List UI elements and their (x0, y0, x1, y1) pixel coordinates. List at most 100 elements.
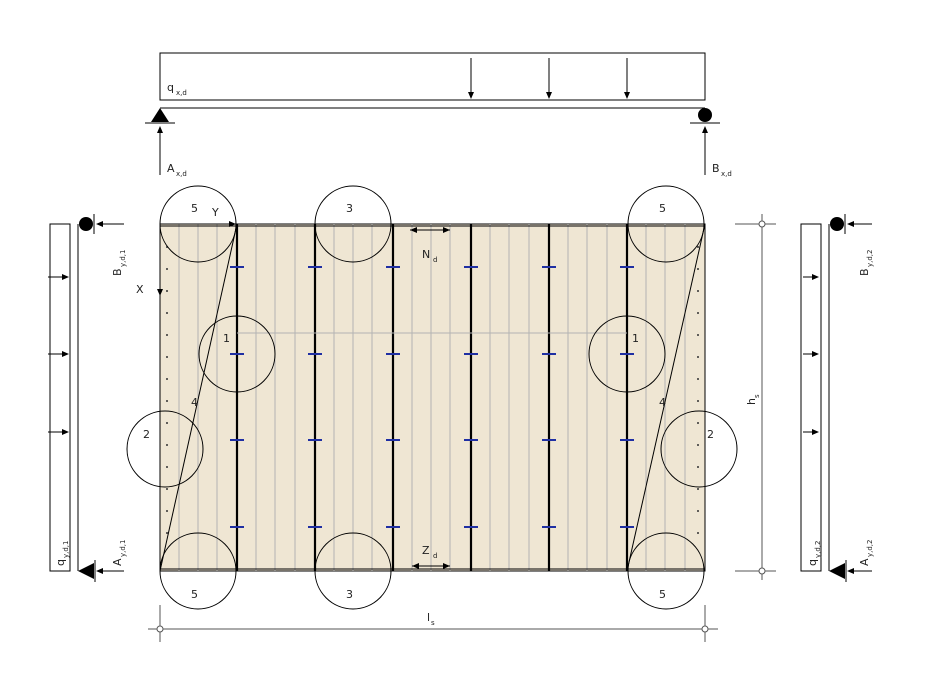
byd1-label-group: B y,d,1 (111, 250, 127, 277)
pin-support-top-left (151, 108, 169, 122)
detail-marker-side-left: 2 (143, 428, 150, 441)
nail-dot (166, 378, 168, 380)
nd-sub: d (433, 256, 437, 264)
detail-marker-bottom-left: 5 (191, 588, 198, 601)
right-load-beam (800, 223, 822, 572)
qyd1-sub: y,d,1 (62, 541, 70, 559)
detail-circle (314, 532, 392, 610)
detail-circle (126, 410, 204, 488)
detail-marker-top-left: 5 (191, 202, 198, 215)
thick-studs (235, 224, 629, 571)
bxd-sub: x,d (721, 170, 732, 178)
detail-circle (627, 532, 705, 610)
ayd2-label: A (858, 558, 871, 566)
detail-marker-side-right: 2 (707, 428, 714, 441)
ls-label: l (427, 611, 430, 624)
axis-y-arrowhead (229, 221, 236, 227)
nd-label: N (422, 248, 430, 261)
load-arrowhead (624, 92, 630, 99)
axis-x-arrowhead (157, 289, 163, 296)
byd2-sub: y,d,2 (866, 250, 874, 268)
reaction-ayd1-arrowhead (96, 568, 103, 574)
detail-marker-mid-right: 1 (632, 332, 639, 345)
nail-dot (697, 334, 699, 336)
pin-support-left (78, 563, 94, 579)
dim-ls-tick-left (156, 625, 164, 633)
qyd2-label: q (806, 559, 819, 566)
nail-dot (166, 268, 168, 270)
left-load-arrowhead (62, 429, 69, 435)
pin-support-right (829, 563, 845, 579)
nail-dot (697, 422, 699, 424)
nail-dot (697, 444, 699, 446)
detail-circle (588, 315, 666, 393)
byd1-label: B (111, 268, 124, 276)
detail-marker-diag-right: 4 (659, 396, 666, 409)
nail-dot (166, 444, 168, 446)
reaction-ayd2-arrowhead (847, 568, 854, 574)
nail-dot (166, 356, 168, 358)
nail-dot (166, 422, 168, 424)
nail-dot (166, 290, 168, 292)
qyd2-sub: y,d,2 (814, 541, 822, 559)
reaction-bxd-arrowhead (702, 126, 708, 133)
nail-dot (166, 334, 168, 336)
nail-dot (697, 356, 699, 358)
byd2-label: B (858, 268, 871, 276)
edge-nails (166, 246, 699, 534)
nail-dot (697, 466, 699, 468)
wall-panel (159, 223, 706, 572)
axis-y-label: Y (211, 206, 219, 219)
qyd2-label-group: q y,d,2 (806, 541, 822, 567)
right-load-arrowhead (812, 351, 819, 357)
nail-dot (697, 246, 699, 248)
qxd-label: q (167, 81, 174, 94)
detail-circle (660, 410, 738, 488)
left-load-arrowhead (62, 351, 69, 357)
detail-marker-mid-left: 1 (223, 332, 230, 345)
nail-dot (697, 290, 699, 292)
left-load-beam (49, 223, 71, 572)
nail-dot (166, 466, 168, 468)
nail-dot (166, 510, 168, 512)
detail-circle (314, 185, 392, 263)
reaction-axd-arrowhead (157, 126, 163, 133)
detail-marker-diag-left: 4 (191, 396, 198, 409)
reaction-byd1-arrowhead (96, 221, 103, 227)
nail-dot (166, 488, 168, 490)
ayd2-label-group: A y,d,2 (858, 540, 874, 567)
detail-circle (159, 532, 237, 610)
nail-dot (166, 312, 168, 314)
roller-support-left (79, 217, 93, 231)
nail-dot (697, 312, 699, 314)
dim-hs-tick-top (758, 220, 766, 228)
nail-dot (166, 532, 168, 534)
load-arrowhead (468, 92, 474, 99)
top-load-beam (159, 52, 706, 101)
zd-arrowhead-left (412, 563, 419, 569)
axd-label: A (167, 162, 175, 175)
ls-sub: s (431, 619, 435, 627)
dim-ls-tick-right (701, 625, 709, 633)
nail-dot (697, 532, 699, 534)
hs-label-group: h s (745, 394, 761, 405)
nail-dot (697, 378, 699, 380)
zd-arrowhead-right (443, 563, 450, 569)
byd2-label-group: B y,d,2 (858, 250, 874, 277)
diagonal-left (159, 223, 238, 572)
qyd1-label: q (54, 559, 67, 566)
right-load-arrowhead (812, 429, 819, 435)
nd-arrowhead-left (410, 227, 417, 233)
axd-sub: x,d (176, 170, 187, 178)
zd-sub: d (433, 552, 437, 560)
zd-label: Z (422, 544, 430, 557)
detail-marker-bottom-center: 3 (346, 588, 353, 601)
nail-dot (697, 400, 699, 402)
fasteners (230, 266, 634, 528)
qxd-sub: x,d (176, 89, 187, 97)
left-load-arrowhead (62, 274, 69, 280)
hs-sub: s (753, 394, 761, 398)
axis-x-label: X (136, 283, 144, 296)
right-load-arrowhead (812, 274, 819, 280)
